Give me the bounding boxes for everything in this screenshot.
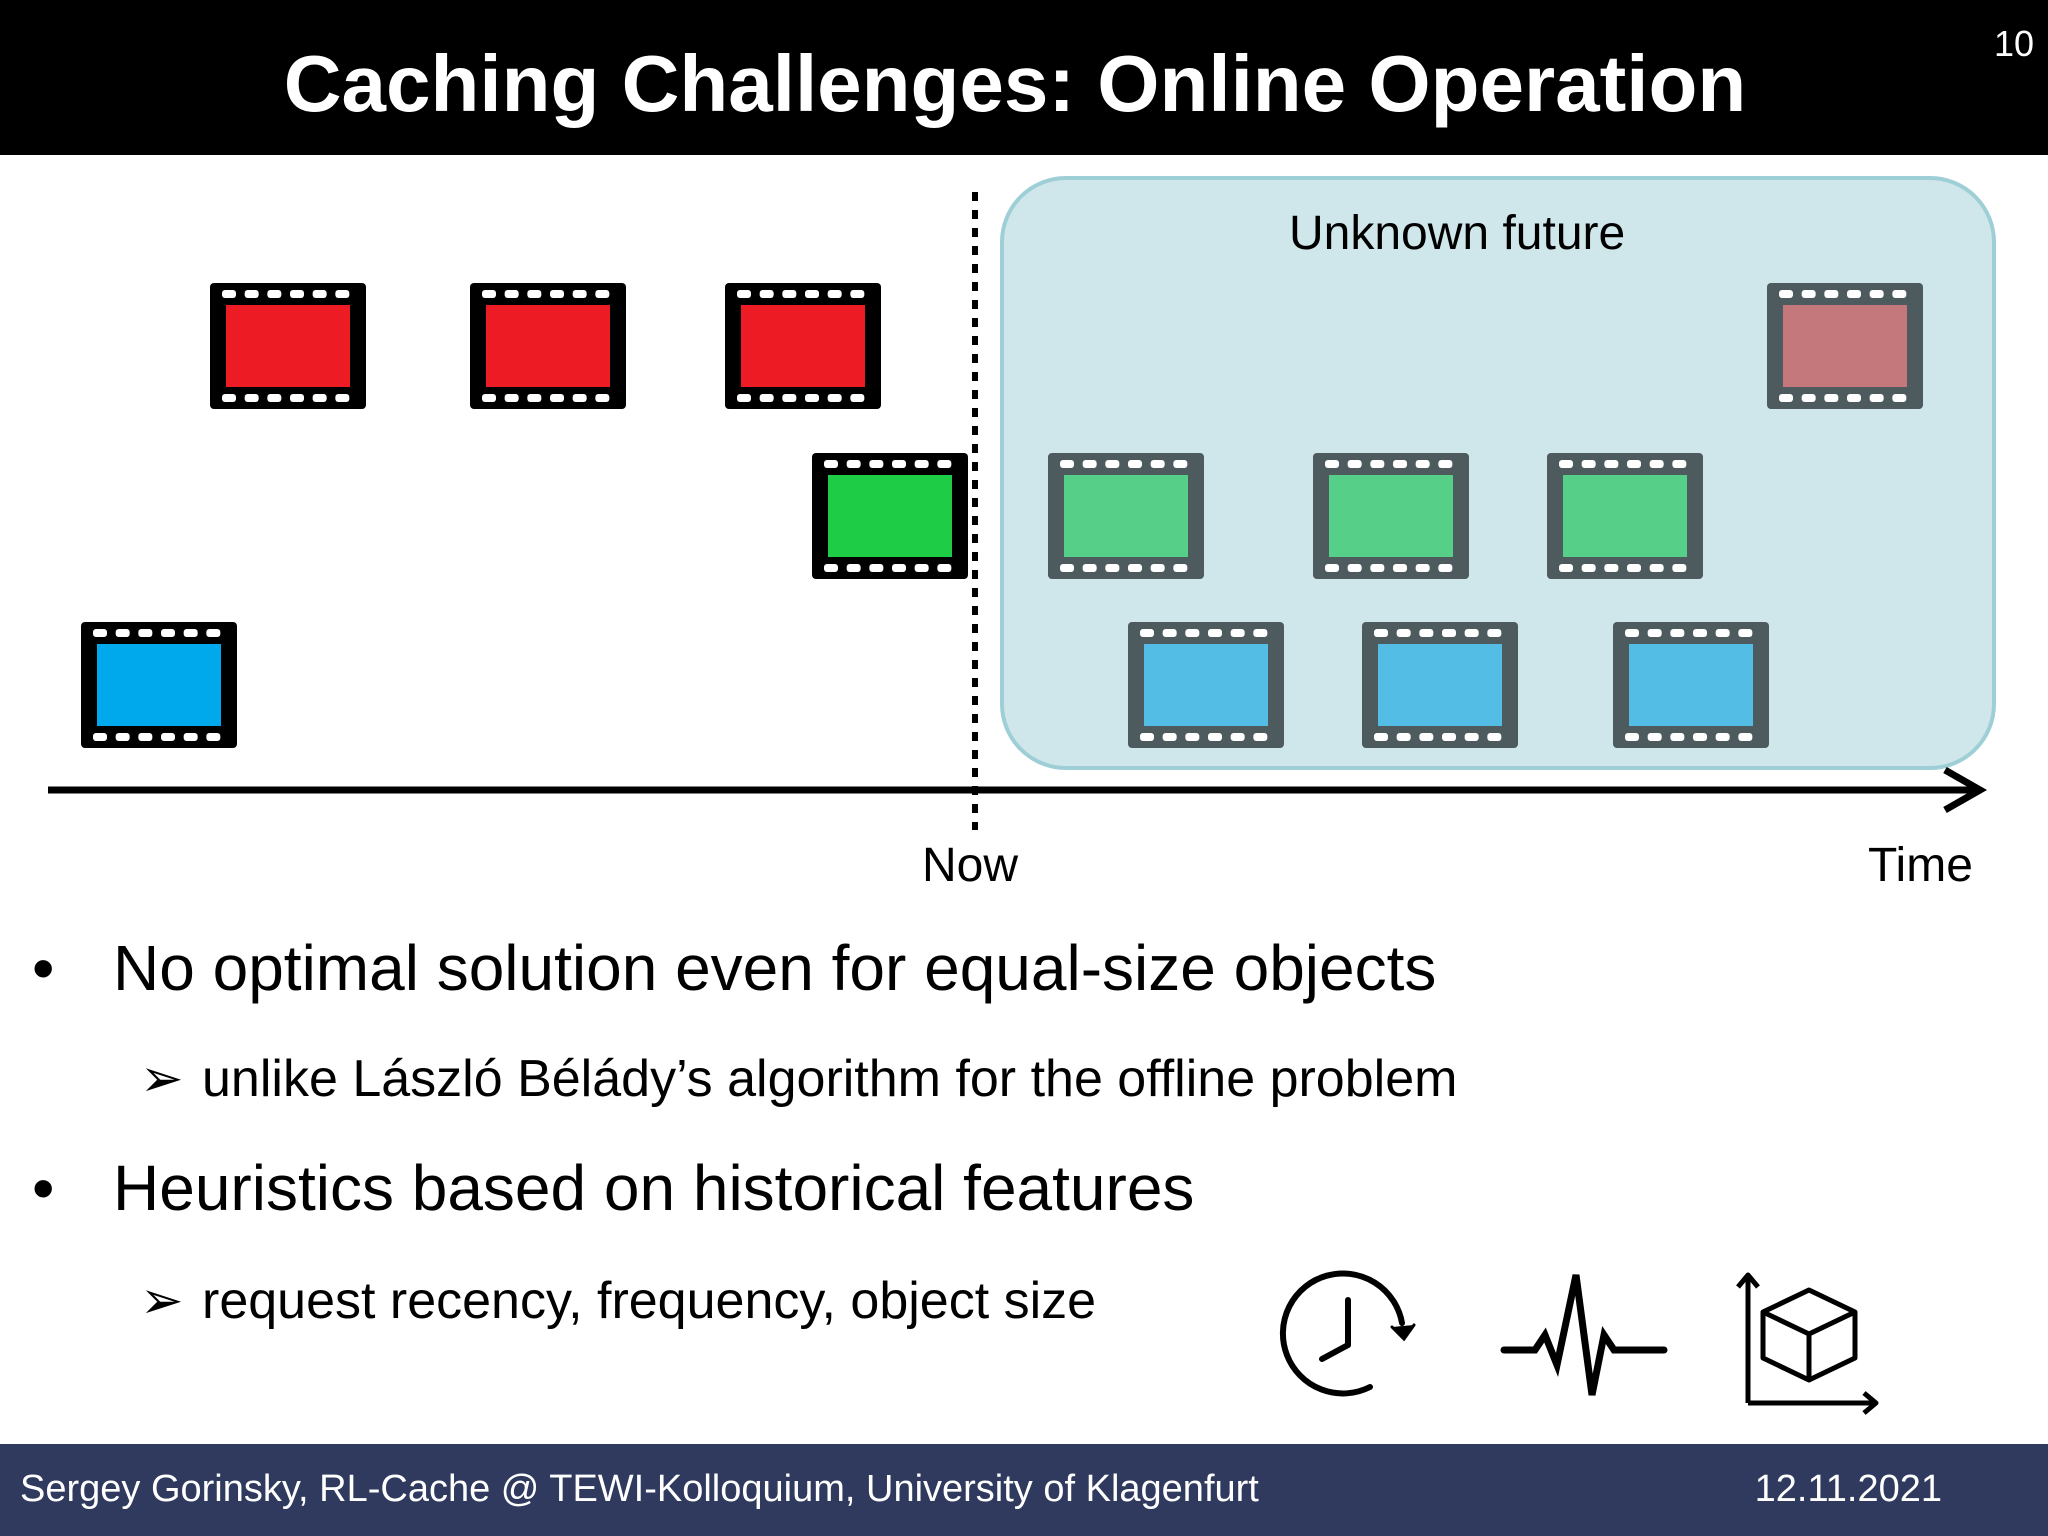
bullet-marker: •: [32, 1152, 55, 1224]
bullet-2-text: Heuristics based on historical features: [113, 1152, 1195, 1224]
header-bar: Caching Challenges: Online Operation 10: [0, 0, 2048, 155]
future-request-blue-film-icon: [1613, 622, 1769, 748]
bullet-marker: •: [32, 932, 55, 1004]
slide-title: Caching Challenges: Online Operation: [283, 39, 1747, 128]
past-request-red-film-icon: [470, 283, 626, 409]
past-request-blue-film-icon: [81, 622, 237, 748]
time-label: Time: [1868, 839, 1973, 892]
past-request-red-film-icon: [725, 283, 881, 409]
cube-axes-icon: [1736, 1272, 1879, 1415]
footer-bar: Sergey Gorinsky, RL-Cache @ TEWI-Kolloqu…: [0, 1444, 2048, 1536]
time-axis-arrowhead: [1943, 766, 1988, 814]
film-frames: [81, 283, 1923, 748]
bullet-1-sub-text: unlike László Bélády’s algorithm for the…: [202, 1050, 1458, 1108]
future-request-green-film-icon: [1048, 453, 1204, 579]
timeline-diagram: [48, 176, 1996, 830]
feature-icons: [1279, 1270, 1879, 1415]
past-request-green-film-icon: [812, 453, 968, 579]
future-request-red-film-icon: [1767, 283, 1923, 409]
sub-bullet-arrow-icon: ➢: [140, 1272, 184, 1330]
future-request-blue-film-icon: [1362, 622, 1518, 748]
pulse-icon: [1500, 1274, 1668, 1396]
page-number: 10: [1993, 23, 2034, 64]
bullet-2-sub-text: request recency, frequency, object size: [202, 1272, 1097, 1330]
future-request-blue-film-icon: [1128, 622, 1284, 748]
clock-refresh-icon: [1279, 1270, 1416, 1397]
past-request-red-film-icon: [210, 283, 366, 409]
now-label: Now: [922, 839, 1019, 892]
bullet-1-text: No optimal solution even for equal-size …: [113, 932, 1437, 1004]
future-region: [1000, 176, 1996, 770]
unknown-future-label: Unknown future: [1289, 207, 1626, 260]
sub-bullet-arrow-icon: ➢: [140, 1050, 184, 1108]
footer-author-event: Sergey Gorinsky, RL-Cache @ TEWI-Kolloqu…: [20, 1468, 1259, 1510]
future-request-green-film-icon: [1313, 453, 1469, 579]
footer-date: 12.11.2021: [1754, 1468, 1942, 1510]
future-request-green-film-icon: [1547, 453, 1703, 579]
